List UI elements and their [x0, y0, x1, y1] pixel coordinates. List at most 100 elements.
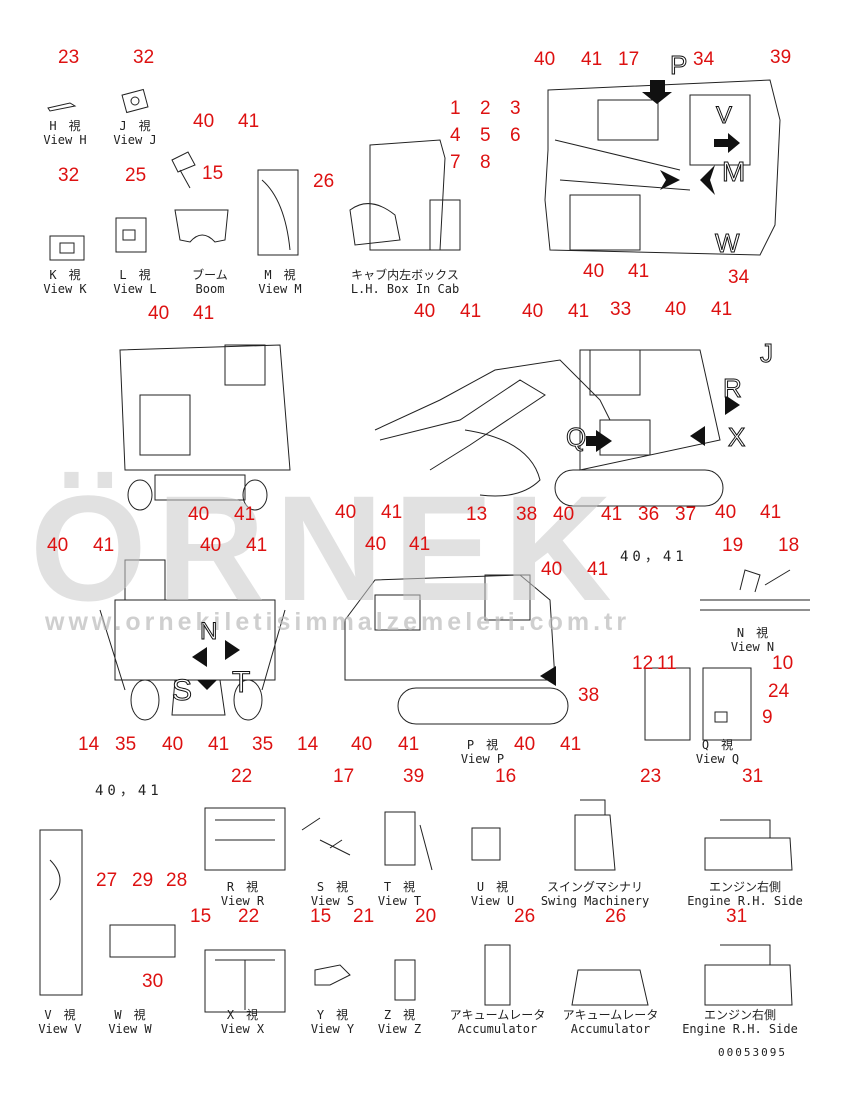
callout-c83: 22 [238, 906, 260, 927]
view-s-part [301, 817, 351, 856]
callout-c20: 34 [693, 49, 715, 70]
callout-c41: 41 [601, 504, 623, 525]
callout-c47: 41 [409, 534, 431, 555]
view-x-part [204, 949, 286, 1013]
callout-c76: 23 [640, 766, 662, 787]
callout-c17: 40 [534, 49, 556, 70]
callout-c34: 40 [188, 504, 210, 525]
view-letter-7: Q [565, 422, 587, 452]
callout-c75: 16 [495, 766, 517, 787]
callout-c11: 3 [510, 98, 521, 119]
callout-c50: 40 [200, 535, 222, 556]
cab-box-drawing [369, 139, 461, 251]
callout-c73: 17 [333, 766, 355, 787]
callout-c82: 15 [190, 906, 212, 927]
callout-c30: 41 [568, 301, 590, 322]
callout-c2: 32 [133, 47, 155, 68]
callout-c72: 22 [231, 766, 253, 787]
callout-c15: 7 [450, 152, 461, 173]
callout-c3: 40 [193, 111, 215, 132]
view-w-part [109, 924, 176, 958]
bracket-part [171, 151, 196, 189]
view-q-right [702, 667, 752, 741]
callout-c14: 6 [510, 125, 521, 146]
main-track [554, 469, 724, 507]
main-upper-body [579, 349, 721, 471]
callout-c33: 41 [711, 299, 733, 320]
callout-c39: 38 [516, 504, 538, 525]
document-code: 00053095 [718, 1046, 787, 1059]
view-k-part [49, 235, 85, 261]
view-n-part [700, 569, 810, 611]
callout-c29: 40 [522, 301, 544, 322]
callout-c57: 11 [657, 653, 677, 674]
callout-c68: 40 [351, 734, 373, 755]
view-letter-10: T [231, 666, 251, 699]
view-letter-0: P [669, 50, 688, 80]
callout-c43: 37 [675, 504, 697, 525]
callout-c62: 14 [78, 734, 100, 755]
callout-c45: 41 [760, 502, 782, 523]
callout-c4: 41 [238, 111, 260, 132]
callout-c38: 13 [466, 504, 488, 525]
view-p-track [397, 687, 569, 725]
view-letter-9: S [171, 674, 193, 707]
view-letter-2: J [760, 338, 774, 368]
view-m-part [257, 169, 299, 256]
accumulator-part-1 [484, 944, 511, 1006]
callout-c87: 26 [514, 906, 536, 927]
view-letter-8: N [199, 618, 218, 645]
callout-c89: 31 [726, 906, 748, 927]
view-letter-1: V [715, 102, 733, 129]
callout-c67: 14 [297, 734, 319, 755]
view-p-machine [344, 574, 556, 681]
callout-c36: 40 [335, 502, 357, 523]
callout-c23: 41 [628, 261, 650, 282]
callout-c71: 41 [560, 734, 582, 755]
callout-c69: 41 [398, 734, 420, 755]
callout-c24: 34 [728, 267, 750, 288]
callout-c78: 27 [96, 870, 118, 891]
callout-c63: 35 [115, 734, 137, 755]
callout-c64: 40 [162, 734, 184, 755]
callout-c48: 40 [47, 535, 69, 556]
callout-c13: 5 [480, 125, 491, 146]
callout-c42: 36 [638, 504, 660, 525]
view-letter-3: M [721, 156, 746, 187]
view-letter-5: R [723, 373, 743, 403]
callout-c54: 40 [541, 559, 563, 580]
callout-c74: 39 [403, 766, 425, 787]
view-v-part [39, 829, 83, 996]
callout-c44: 40 [715, 502, 737, 523]
callout-c46: 40 [365, 534, 387, 555]
view-u-part [471, 827, 501, 861]
swing-machinery-part [574, 799, 616, 871]
callout-c85: 21 [353, 906, 375, 927]
callout-c66: 35 [252, 734, 274, 755]
callout-c28: 41 [460, 301, 482, 322]
watermark-url: www.ornekiletisimmalzemeleri.com.tr [45, 608, 631, 636]
view-letter-6: X [727, 422, 746, 452]
callout-c8: 26 [313, 171, 335, 192]
view-letter-4: W [715, 228, 741, 258]
callout-c1: 23 [58, 47, 80, 68]
callout-c31: 33 [610, 299, 632, 320]
view-z-part [394, 959, 416, 1001]
